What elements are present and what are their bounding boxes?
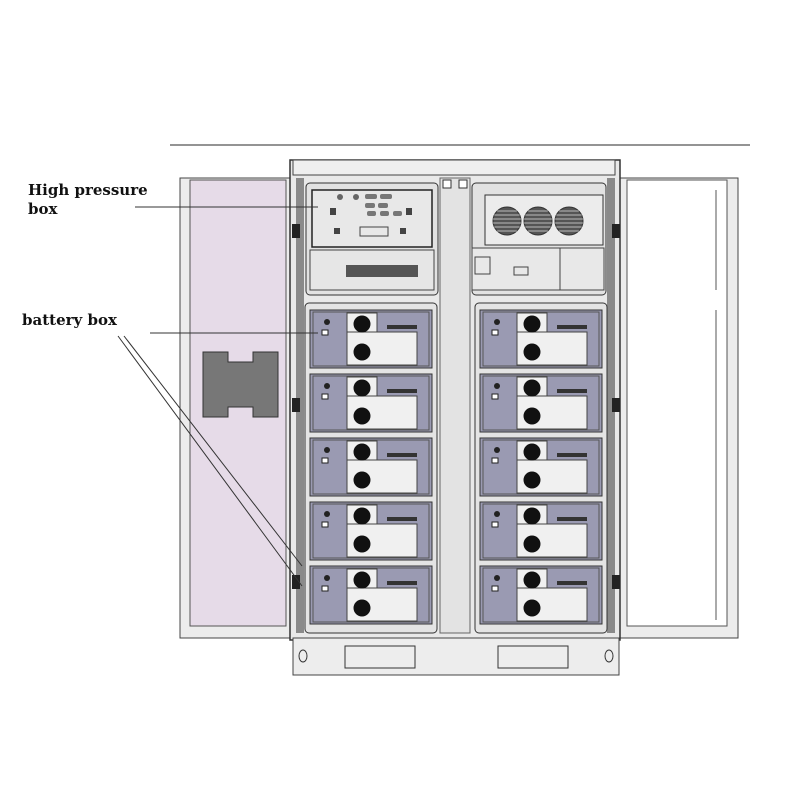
fan-icon [523,206,553,236]
connector-icon [353,535,371,553]
connector-icon [353,507,371,525]
connector-icon [353,315,371,333]
connector-icon [353,379,371,397]
battery-leader-diag-2 [123,335,303,567]
fan-icon [492,206,522,236]
battery-box-label: battery box [22,311,117,329]
fan-icon [554,206,584,236]
battery-module [479,437,603,497]
forklift-slot-left [344,645,416,669]
battery-module [309,309,433,369]
connector-icon [523,571,541,589]
battery-module [479,501,603,561]
right-frame [607,178,615,633]
connector-icon [523,507,541,525]
battery-leader-diag-1 [117,335,303,587]
connector-icon [523,407,541,425]
center-column [439,177,471,634]
connector-icon [353,571,371,589]
right-door-panel [626,179,728,627]
battery-module [309,501,433,561]
high-pressure-box [305,182,439,296]
battery-module [309,437,433,497]
connector-icon [523,315,541,333]
connector-icon [353,471,371,489]
battery-module [309,373,433,433]
high-pressure-label-line2: box [28,200,58,218]
right-door [617,177,739,639]
connector-icon [523,471,541,489]
leader-lines [117,206,318,587]
battery-module [309,565,433,625]
connector-icon [353,443,371,461]
top-cap [292,159,616,176]
connector-icon [353,343,371,361]
high-pressure-label-line1: High pressure [28,181,148,199]
connector-icon [353,407,371,425]
forklift-slot-right [497,645,569,669]
left-door [179,177,293,639]
battery-module [479,373,603,433]
connector-icon [523,379,541,397]
battery-module [479,565,603,625]
battery-module [479,309,603,369]
connector-icon [353,599,371,617]
connector-icon [523,343,541,361]
connector-icon [523,443,541,461]
connector-icon [523,535,541,553]
plinth [292,637,620,676]
terminal-block [346,265,418,277]
control-box [471,182,607,296]
door-handle-plate [202,351,279,418]
connector-icon [523,599,541,617]
